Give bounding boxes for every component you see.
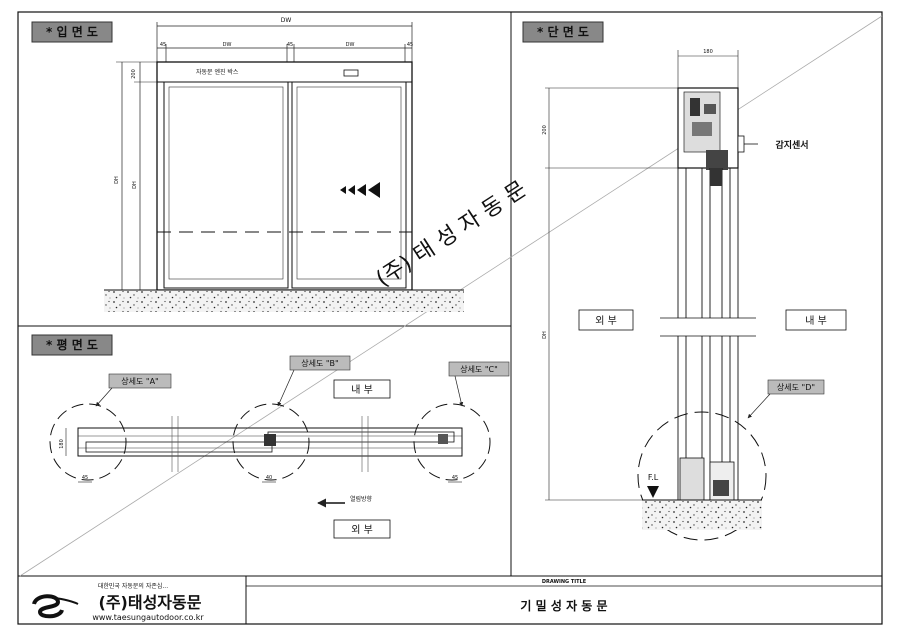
company-logo [32, 594, 79, 619]
plan-view: * 평 면 도 상세도 "A" 상세도 "B" 상세도 "C" 내 부 180 [31, 334, 510, 539]
plan-inside-label: 내 부 [351, 384, 373, 396]
dw-total-label: DW [281, 17, 292, 24]
elevation-title: * 입 면 도 [46, 24, 98, 39]
engine-box-handle [343, 69, 359, 77]
plan-label-box [31, 334, 113, 356]
section-dim-180: 180 [703, 49, 713, 55]
sensor-unit [737, 135, 745, 153]
plan-outside-box [333, 519, 391, 539]
sheet-border [17, 11, 883, 625]
detail-b-label: 상세도 "B" [301, 358, 338, 368]
plan-title: * 평 면 도 [46, 337, 98, 352]
section-roller [706, 150, 728, 170]
elevation-label-box [31, 21, 113, 43]
plan-dim-180: 180 [59, 439, 65, 449]
company-website: www.taesungautodoor.co.kr [92, 613, 204, 622]
section-break [660, 318, 756, 336]
detail-circle-d [637, 411, 767, 541]
dim-dh-inner: DH [132, 181, 138, 189]
engine-box-label: 자동문 엔진 박스 [196, 68, 239, 76]
plan-dim-45-right: 45 [452, 475, 458, 481]
plan-dim-45-left: 45 [82, 475, 88, 481]
dim-dh-outer: DH [114, 176, 120, 184]
section-title: * 단 면 도 [537, 24, 589, 39]
plan-detail-c-block [438, 434, 448, 444]
company-tagline: 대한민국 자동문의 자존심... [98, 582, 168, 590]
company-name: (주)태성자동문 [99, 593, 202, 612]
fl-label: F.L [648, 473, 659, 482]
section-dim-200: 200 [542, 125, 548, 135]
dim-45-a: 45 [160, 42, 166, 48]
plan-frame [77, 427, 463, 457]
dim-200-elev: 200 [131, 69, 137, 79]
section-outside-box [578, 309, 634, 331]
watermark: (주) 태 성 자 동 문 [372, 177, 531, 293]
dim-dw-a: DW [223, 42, 232, 48]
plan-inside-box [333, 379, 391, 399]
plan-leaf-fixed [85, 441, 273, 453]
detail-c-label: 상세도 "C" [460, 364, 498, 374]
dim-45-c: 45 [407, 42, 413, 48]
plan-dim-40: 40 [266, 475, 272, 481]
section-outside-label: 외 부 [595, 315, 617, 327]
section-dim-dh: DH [542, 331, 548, 339]
ground-hatch-section [642, 500, 762, 530]
ground-hatch-elev [104, 290, 464, 312]
section-bottom-guide [679, 457, 705, 501]
door-leaf-right [291, 81, 407, 289]
section-inside-box [785, 309, 847, 331]
detail-a-label: 상세도 "A" [121, 376, 158, 386]
opening-direction-label: 열림방향 [350, 495, 373, 503]
opening-direction-arrows [340, 182, 380, 198]
fl-marker [647, 486, 659, 498]
door-leaf-left [163, 81, 289, 289]
detail-d-label: 상세도 "D" [777, 382, 815, 392]
plan-outside-label: 외 부 [351, 524, 373, 536]
dim-dw-b: DW [346, 42, 355, 48]
plan-leaf-sliding [267, 431, 455, 443]
drawing-title-label: DRAWING TITLE [542, 579, 587, 585]
dim-45-b: 45 [287, 42, 293, 48]
section-label-box [522, 21, 604, 43]
watermark-text: (주) 태 성 자 동 문 [372, 177, 531, 293]
section-view: * 단 면 도 180 200 DH 감지센서 [522, 21, 847, 541]
section-inside-label: 내 부 [805, 315, 827, 327]
sensor-label: 감지센서 [775, 139, 808, 151]
plan-detail-b-block [264, 434, 276, 446]
door-frame [156, 61, 413, 291]
elevation-view: * 입 면 도 DW 45 DW 45 DW 45 200 DH DH 자동문 … [31, 17, 464, 312]
title-block: 대한민국 자동문의 자존심... (주)태성자동문 www.taesungaut… [32, 576, 882, 624]
drawing-title: 기 밀 성 자 동 문 [520, 598, 607, 613]
